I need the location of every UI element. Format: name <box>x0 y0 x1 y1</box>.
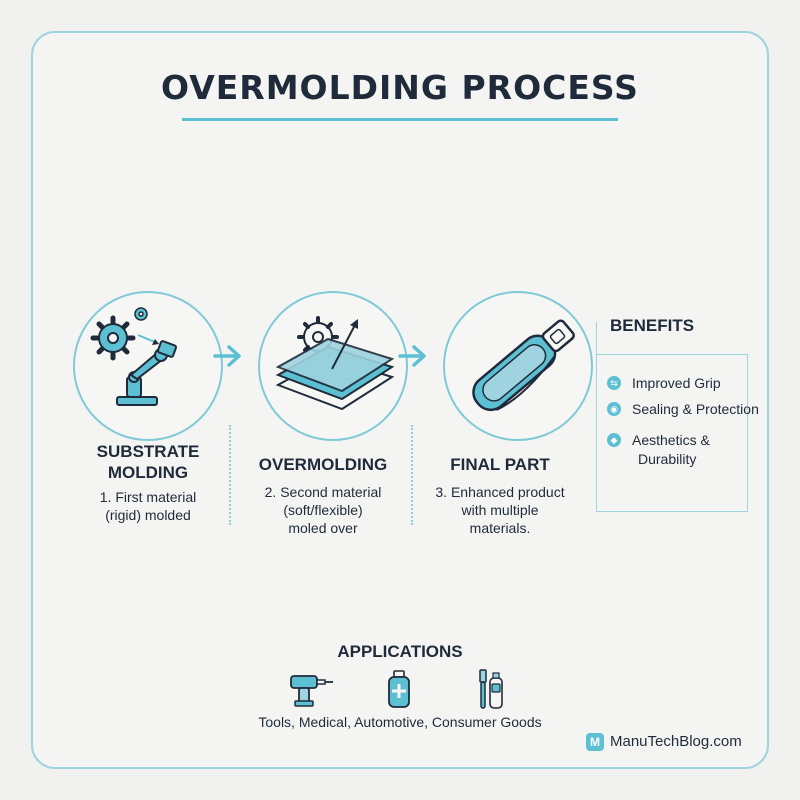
step-2-description: 2. Second material (soft/flexible) moled… <box>264 484 382 536</box>
step-3-circle <box>443 291 593 441</box>
medical-bottle-icon <box>388 670 410 708</box>
title-underline <box>182 118 618 121</box>
brand-name: ManuTechBlog.com <box>610 733 742 750</box>
toothbrush-icon <box>479 669 503 709</box>
drill-icon <box>290 675 333 707</box>
brand-logo-icon: M <box>586 733 604 751</box>
step-2-circle <box>258 291 408 441</box>
step-3-heading: FINAL PART <box>450 455 550 474</box>
step-2-heading: OVERMOLDING <box>258 455 388 474</box>
page-title: OVERMOLDING PROCESS <box>161 68 639 107</box>
benefits-box <box>596 354 748 512</box>
layered-material-gear-icon <box>275 316 395 411</box>
robot-arm-gears-icon <box>90 307 178 406</box>
separator-dotted <box>411 425 413 525</box>
seal-icon: ◉ <box>607 402 621 416</box>
arrow-right-icon <box>213 345 241 367</box>
benefits-title: BENEFITS <box>610 316 695 335</box>
grip-handle-icon <box>472 319 575 412</box>
step-1-circle <box>73 291 223 441</box>
benefits-connector <box>596 322 597 354</box>
step-3-description: 3. Enhanced product with multiple materi… <box>435 484 565 536</box>
step-1-heading: SUBSTRATE MOLDING <box>96 442 200 482</box>
shield-icon: ◆ <box>607 433 621 447</box>
applications-title: APPLICATIONS <box>337 642 463 661</box>
applications-list: Tools, Medical, Automotive, Consumer Goo… <box>258 714 542 730</box>
step-1-description: 1. First material (rigid) molded <box>99 489 197 523</box>
grip-icon: ⇆ <box>607 376 621 390</box>
separator-dotted <box>229 425 231 525</box>
arrow-right-icon <box>398 345 426 367</box>
